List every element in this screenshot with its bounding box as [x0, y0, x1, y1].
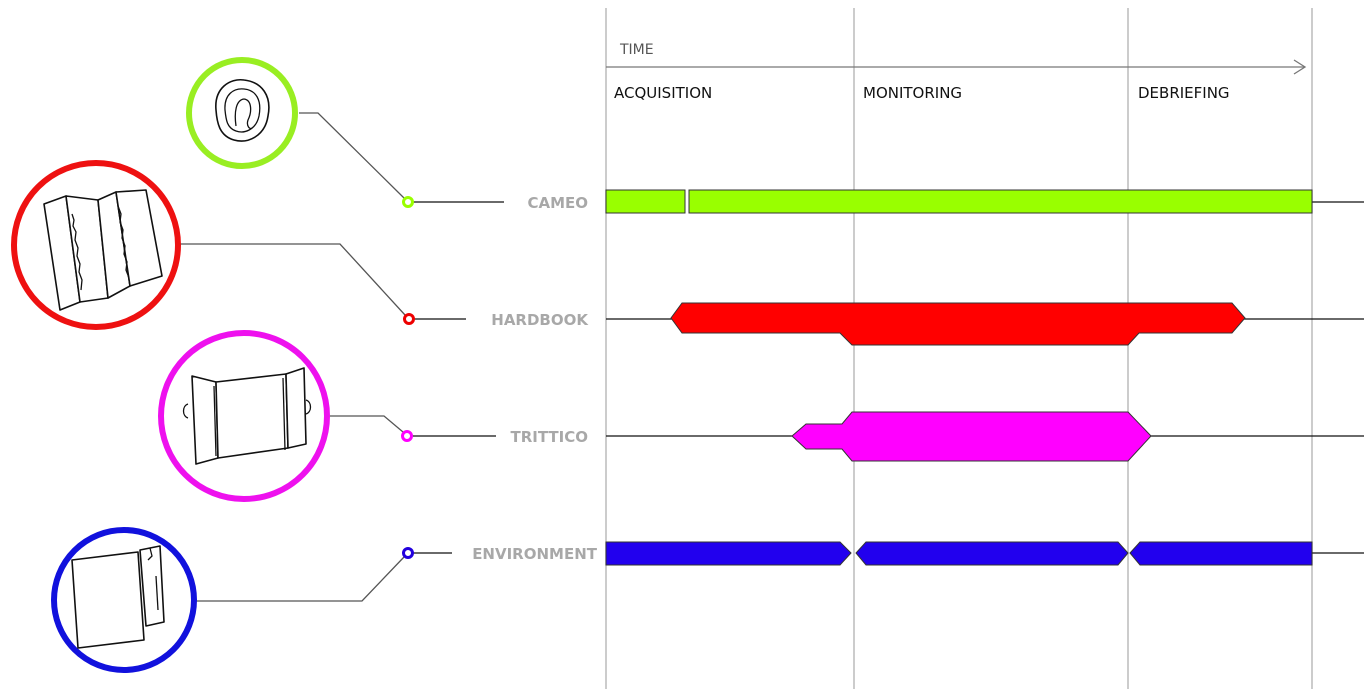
time-label: TIME — [619, 42, 654, 58]
lane-label: CAMEO — [527, 194, 588, 212]
lane-node — [401, 430, 413, 442]
connector-line — [180, 243, 406, 316]
cameo-sketch-icon — [186, 57, 298, 169]
lane-environment: ENVIRONMENT — [51, 527, 1364, 673]
lane-label: ENVIRONMENT — [472, 545, 598, 563]
phase-label-monitoring: MONITORING — [863, 84, 962, 102]
environment-sketch-icon — [51, 527, 197, 673]
lane-node — [403, 313, 415, 325]
phase-labels: ACQUISITION MONITORING DEBRIEFING — [614, 84, 1230, 102]
activity-bar — [791, 411, 1152, 462]
lane-label: HARDBOOK — [491, 311, 589, 329]
activity-bar-segment-2 — [688, 189, 1313, 214]
connector-line — [299, 112, 405, 199]
activity-bar-segment-2 — [855, 541, 1129, 566]
lane-cameo: CAMEO — [186, 57, 1364, 214]
trittico-sketch-icon — [158, 330, 330, 502]
connector-line — [330, 415, 404, 433]
activity-bar — [670, 302, 1246, 346]
time-axis: TIME — [606, 42, 1307, 75]
phase-label-debriefing: DEBRIEFING — [1138, 84, 1230, 102]
connector-line — [196, 556, 405, 602]
lane-node — [402, 547, 414, 559]
phase-label-acquisition: ACQUISITION — [614, 84, 712, 102]
activity-bar-segment-1 — [605, 189, 686, 214]
lane-node — [402, 196, 414, 208]
lane-hardbook: HARDBOOK — [11, 160, 1364, 346]
activity-bar-segment-3 — [1129, 541, 1313, 566]
lane-label: TRITTICO — [510, 428, 588, 446]
phase-dividers — [605, 8, 1313, 689]
time-arrow-head — [1293, 59, 1307, 75]
hardbook-sketch-icon — [11, 160, 181, 330]
lane-trittico: TRITTICO — [158, 330, 1364, 502]
activity-bar-segment-1 — [605, 541, 852, 566]
